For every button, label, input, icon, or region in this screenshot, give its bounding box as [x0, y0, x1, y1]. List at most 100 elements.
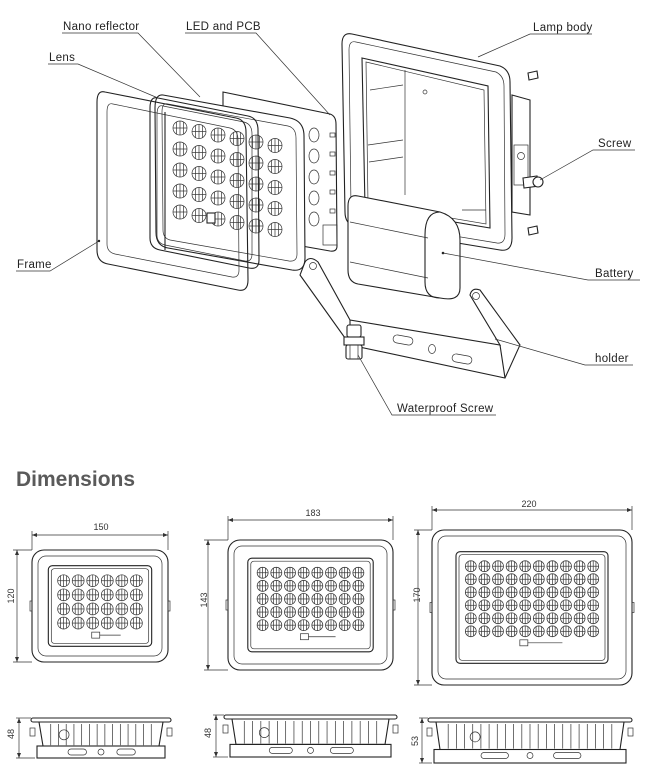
- battery-part: [347, 195, 461, 300]
- housing-inner: [437, 535, 627, 680]
- bracket-slot: [268, 747, 293, 754]
- led-icon: [587, 625, 600, 638]
- led-icon: [338, 580, 351, 592]
- led-icon: [532, 599, 545, 612]
- led-icon: [57, 588, 70, 602]
- led-icon: [101, 574, 114, 588]
- lens-window: [455, 551, 609, 664]
- led-icon: [115, 616, 129, 630]
- led-icon: [352, 566, 365, 579]
- led-icon: [284, 619, 296, 632]
- led-icon: [130, 574, 143, 588]
- holder-bracket: [36, 745, 166, 759]
- led-icon: [492, 560, 504, 573]
- led-icon: [270, 606, 283, 618]
- led-icon: [492, 625, 504, 638]
- led-icon: [172, 120, 188, 136]
- led-icon: [478, 573, 491, 586]
- led-icon: [115, 588, 129, 602]
- led-icon: [115, 574, 129, 588]
- led-icon: [492, 586, 504, 599]
- lens-part: [149, 97, 260, 269]
- led-icon: [532, 612, 545, 625]
- led-icon: [86, 602, 99, 616]
- led-icon: [270, 619, 283, 632]
- bracket-hole: [526, 752, 534, 759]
- led-icon: [130, 588, 143, 602]
- led-icon: [478, 599, 491, 612]
- led-icon: [325, 619, 337, 632]
- led-icon: [71, 616, 85, 630]
- led-icon: [464, 625, 477, 638]
- led-icon: [191, 145, 207, 160]
- switch-tab: [91, 631, 101, 639]
- led-icon: [573, 560, 586, 573]
- label-battery: Battery: [595, 268, 634, 280]
- led-icon: [86, 588, 99, 602]
- led-icon: [587, 612, 600, 625]
- led-icon: [248, 197, 264, 213]
- led-icon: [210, 127, 226, 143]
- side-view-model-1: [16, 717, 173, 759]
- led-icon: [560, 586, 572, 599]
- led-icon: [505, 599, 518, 612]
- led-icon: [573, 612, 586, 625]
- led-icon: [267, 138, 283, 153]
- led-icon: [546, 573, 559, 586]
- led-icon: [478, 560, 491, 573]
- pcb-hole: [308, 211, 320, 227]
- led-icon: [325, 566, 337, 579]
- led-icon: [210, 190, 226, 206]
- led-icon: [464, 560, 477, 573]
- led-icon: [115, 602, 129, 616]
- led-icon: [172, 183, 188, 199]
- led-icon: [573, 625, 586, 638]
- led-icon: [71, 602, 85, 616]
- led-icon: [478, 625, 491, 638]
- front-flange: [427, 717, 633, 723]
- heatsink-body: [38, 721, 164, 747]
- led-icon: [311, 566, 324, 579]
- waterproof-screw-part: [343, 324, 365, 360]
- led-icon: [587, 573, 600, 586]
- led-icon: [248, 218, 264, 234]
- led-icon: [573, 573, 586, 586]
- bracket-slot: [116, 748, 136, 756]
- led-icon: [560, 599, 572, 612]
- model-1-height: 120: [6, 588, 16, 603]
- led-icon: [86, 616, 99, 630]
- led-icon: [229, 215, 245, 230]
- led-icon: [191, 124, 207, 139]
- led-icon: [519, 625, 532, 638]
- led-icon: [270, 593, 283, 605]
- led-icon: [519, 586, 532, 599]
- front-view-model-2: [204, 516, 396, 671]
- frame-part: [96, 91, 249, 291]
- led-icon: [256, 593, 269, 605]
- housing-inner: [37, 555, 163, 657]
- model-3-depth: 53: [410, 736, 420, 746]
- led-icon: [101, 616, 114, 630]
- model-2-depth: 48: [203, 728, 213, 738]
- led-icon: [256, 566, 269, 579]
- led-icon: [248, 155, 264, 171]
- led-icon: [284, 580, 296, 592]
- housing-outline: [31, 549, 169, 663]
- led-icon: [311, 580, 324, 592]
- led-icon: [297, 580, 310, 592]
- led-icon: [464, 573, 477, 586]
- led-icon: [573, 599, 586, 612]
- led-icon: [311, 593, 324, 605]
- led-icon: [229, 152, 245, 167]
- housing-outline: [431, 529, 633, 686]
- led-icon: [57, 574, 70, 588]
- led-icon: [338, 606, 351, 618]
- led-icon: [492, 612, 504, 625]
- led-icon: [338, 566, 351, 579]
- led-icon: [130, 602, 143, 616]
- led-icon: [505, 573, 518, 586]
- led-icon: [532, 625, 545, 638]
- led-icon: [71, 574, 85, 588]
- led-icon: [325, 580, 337, 592]
